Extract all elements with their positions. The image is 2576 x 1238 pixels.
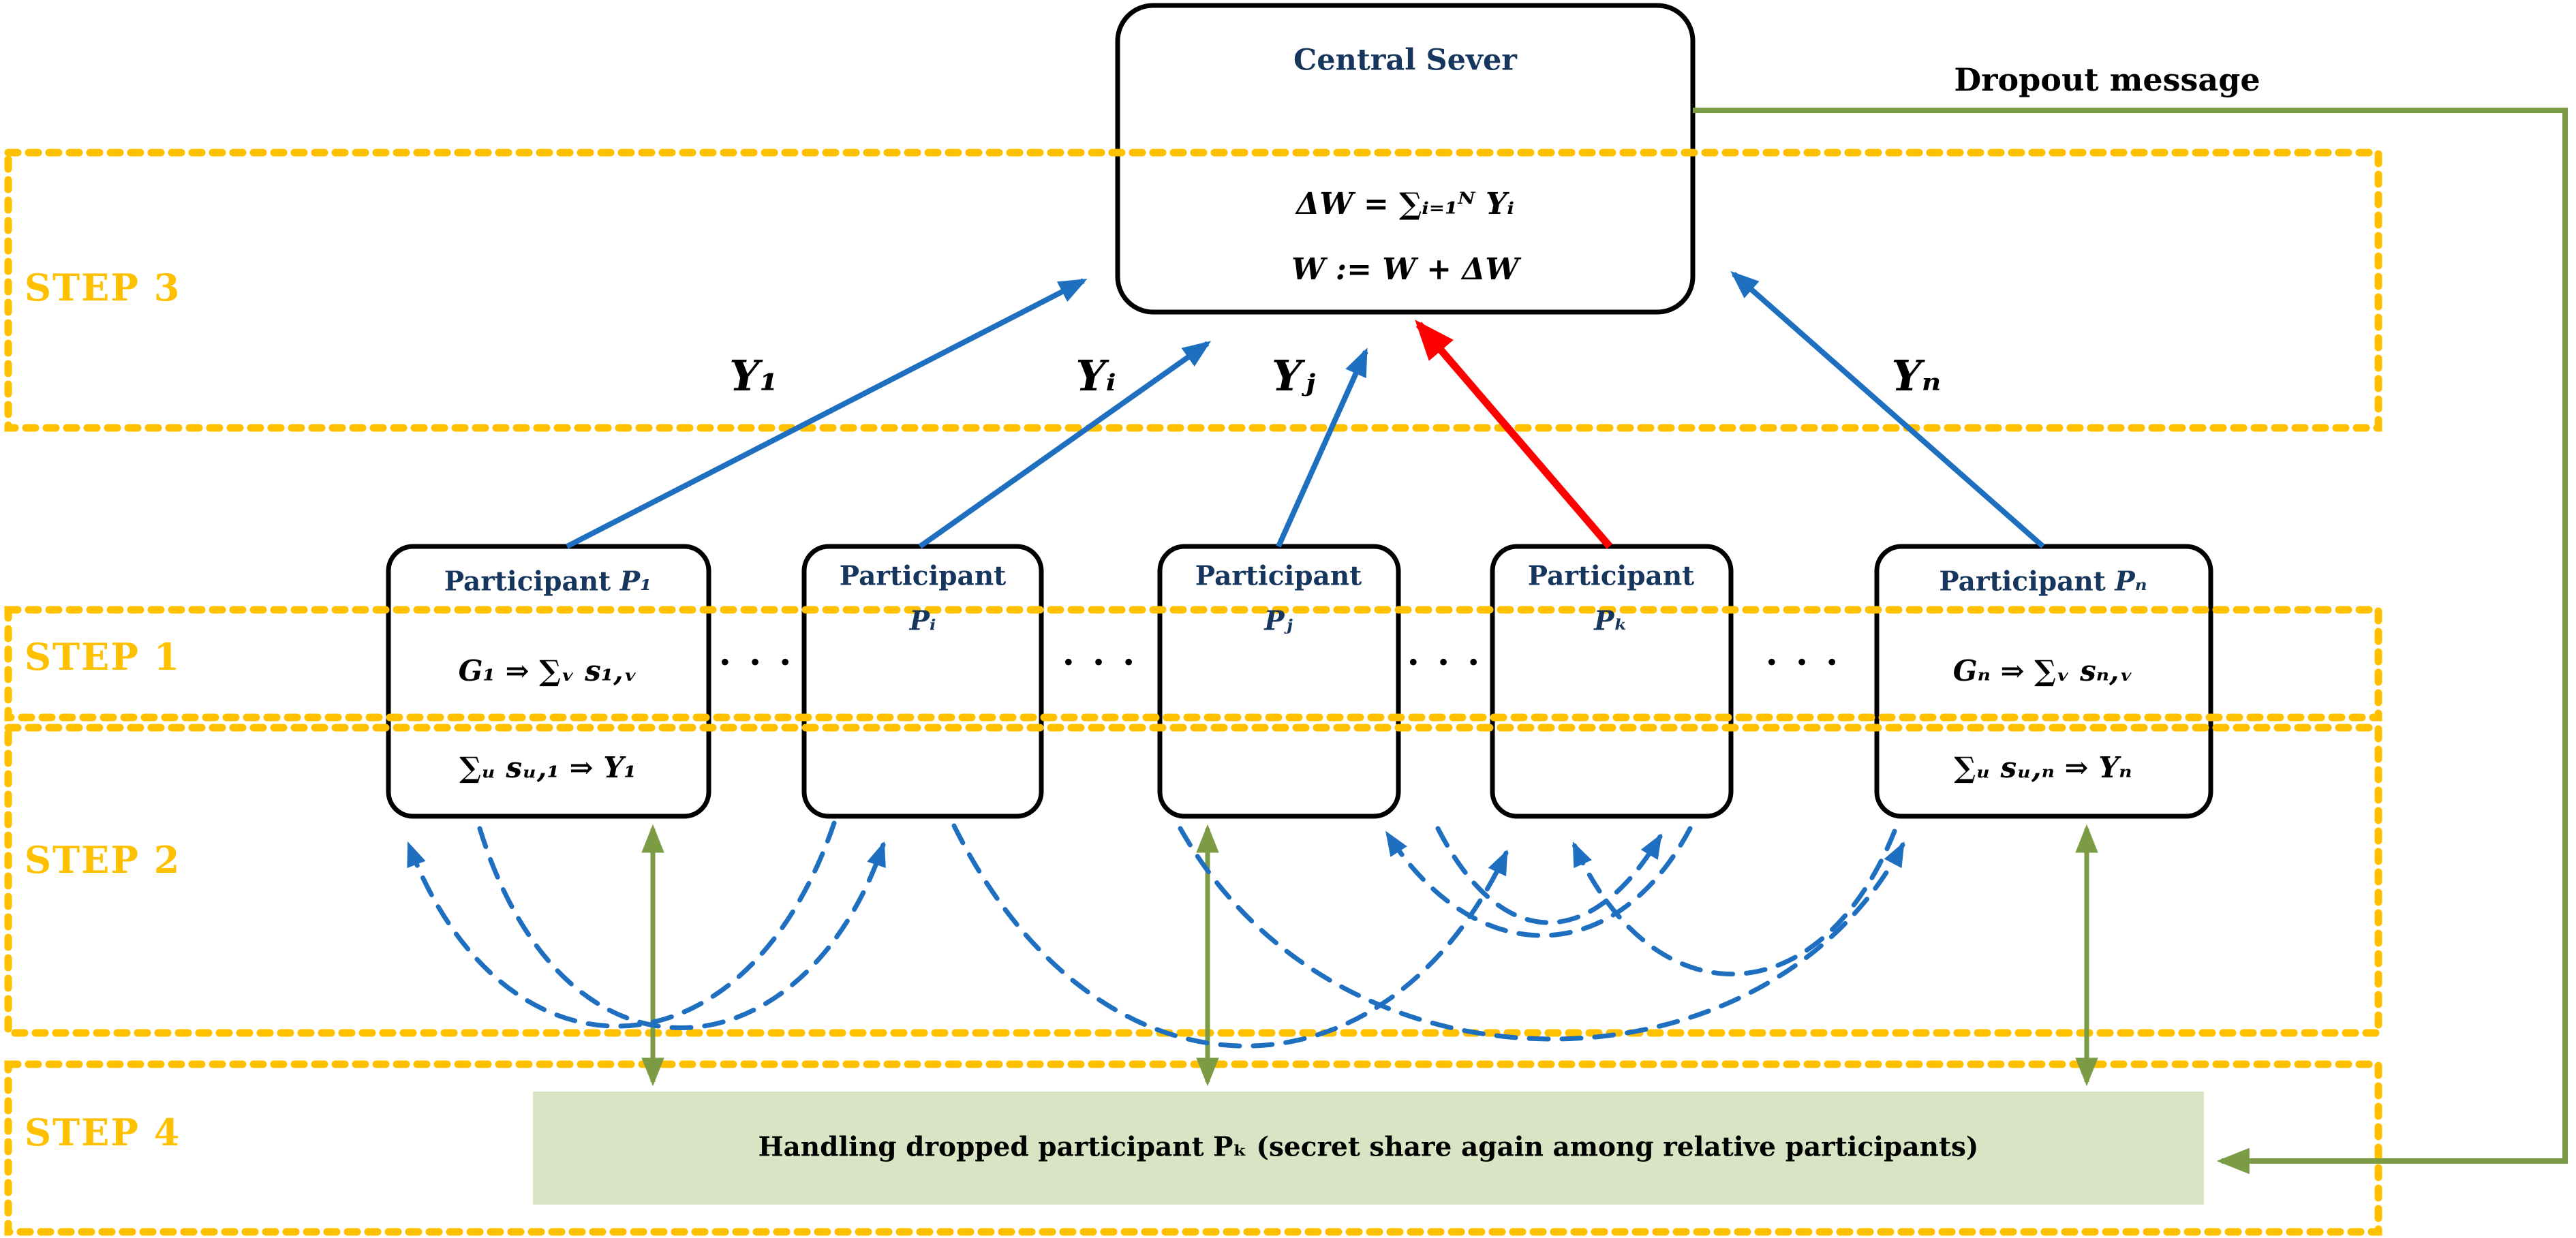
p1-mask-formula: G₁ ⇒ ∑ᵥ s₁,ᵥ xyxy=(458,653,638,687)
share-arc-pj-pn xyxy=(1178,826,1905,1042)
step2-region-outline xyxy=(4,724,2382,1037)
step4-region-outline xyxy=(4,1060,2382,1236)
step2-label: STEP 2 xyxy=(25,840,181,882)
share-arc-pi-p1 xyxy=(406,820,837,1029)
dropout-message-line xyxy=(1693,108,2568,1175)
ellipsis-4: · · · xyxy=(1765,643,1841,684)
p1-sum-formula: ∑ᵤ sᵤ,₁ ⇒ Y₁ xyxy=(459,750,637,784)
handler-box xyxy=(533,1092,2204,1205)
step3-label: STEP 3 xyxy=(25,268,181,310)
participant-box-pn xyxy=(1874,544,2213,819)
upload-arrow-yn xyxy=(1730,270,2045,549)
pn-mask-formula: Gₙ ⇒ ∑ᵥ sₙ,ᵥ xyxy=(1952,653,2134,687)
central-server-box xyxy=(1115,3,1696,315)
step4-label: STEP 4 xyxy=(25,1113,181,1155)
server-formula-aggregate: ΔW = ∑ᵢ₌₁ᴺ Yᵢ xyxy=(1296,187,1514,222)
y1-label: Y₁ xyxy=(729,352,778,401)
yj-label: Yⱼ xyxy=(1272,352,1315,401)
pn-sum-formula: ∑ᵤ sᵤ,ₙ ⇒ Yₙ xyxy=(1954,750,2132,784)
share-arc-pj-pk xyxy=(1435,826,1663,925)
handler-box-label: Handling dropped participant Pₖ (secret … xyxy=(758,1131,1979,1163)
upload-arrow-yj xyxy=(1276,347,1368,548)
share-arc-pk-pj xyxy=(1385,826,1693,938)
ellipsis-1: · · · xyxy=(718,643,795,684)
ellipsis-2: · · · xyxy=(1062,643,1138,684)
dropout-message-label: Dropout message xyxy=(1954,62,2260,99)
upload-arrow-yi xyxy=(918,341,1212,549)
dropped-upload-arrow-pk xyxy=(1415,320,1613,549)
share-arc-pn-pk xyxy=(1571,829,1897,977)
ellipsis-3: · · · xyxy=(1407,643,1483,684)
participant-pk-id: Pₖ xyxy=(1594,605,1628,637)
participant-pj-title: Participant xyxy=(1195,560,1362,592)
server-formula-apply: W := W + ΔW xyxy=(1291,252,1519,288)
participant-pi-title: Participant xyxy=(839,560,1007,592)
yi-label: Yᵢ xyxy=(1075,352,1116,401)
participant-p1-title: Participant P₁ xyxy=(444,566,652,598)
participant-pi-id: Pᵢ xyxy=(909,605,936,637)
participant-box-p1 xyxy=(386,544,711,819)
step1-label: STEP 1 xyxy=(25,637,181,679)
participant-pj-id: Pⱼ xyxy=(1264,605,1293,637)
participant-box-pk xyxy=(1490,544,1734,819)
step3-region-outline xyxy=(4,149,2382,432)
participant-pk-title: Participant xyxy=(1527,560,1695,592)
share-arc-pi-pk xyxy=(951,823,1509,1049)
central-server-title: Central Sever xyxy=(1293,44,1517,78)
participant-pn-title: Participant Pₙ xyxy=(1939,566,2147,598)
upload-arrow-y1 xyxy=(566,278,1088,549)
step1-region-outline xyxy=(4,606,2382,722)
yn-label: Yₙ xyxy=(1891,352,1942,401)
share-arc-p1-pi xyxy=(477,826,886,1030)
